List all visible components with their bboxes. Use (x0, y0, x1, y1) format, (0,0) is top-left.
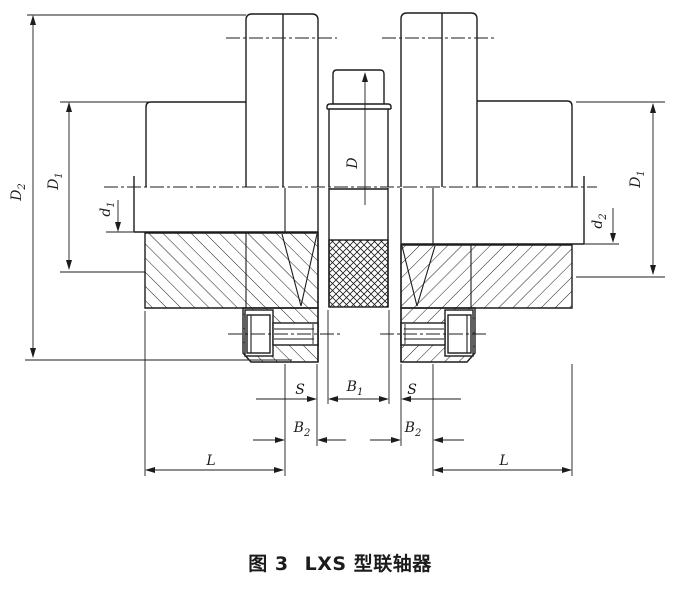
dim-label-D1-right: D1 (628, 170, 647, 188)
part-outlines (133, 12, 585, 362)
left-hub-barrel (145, 101, 246, 187)
dim-label-L-right: L (499, 453, 509, 469)
figure-title: LXS 型联轴器 (304, 553, 432, 575)
dim-label-B2-right: B2 (404, 420, 422, 439)
dim-label-B1: B1 (346, 379, 364, 398)
right-flange-outline (400, 12, 478, 187)
dim-label-B2-left: B2 (293, 420, 311, 439)
dim-label-d2: d2 (590, 213, 609, 229)
figure-caption: 图 3 LXS 型联轴器 (0, 549, 680, 576)
figure-number: 图 3 (248, 553, 289, 575)
dim-label-L-left: L (206, 453, 216, 469)
left-flange-outline (245, 13, 319, 187)
right-claw-boundary (401, 245, 436, 307)
dimension-lines (30, 15, 656, 473)
internal-part-boundaries (245, 188, 472, 308)
right-hub-barrel (477, 100, 573, 187)
extension-lines (25, 14, 665, 476)
left-claw-boundary (281, 233, 318, 307)
dim-label-d1: d1 (98, 201, 117, 217)
center-lines (104, 37, 597, 335)
elastic-spider (326, 69, 392, 308)
dim-label-D2: D2 (9, 183, 28, 201)
dim-label-D1-left: D1 (46, 172, 65, 190)
dim-label-S-left: S (295, 382, 305, 398)
dim-label-D: D (345, 157, 362, 169)
spider-rubber-crosshatch (328, 239, 389, 308)
dim-label-S-right: S (407, 382, 417, 398)
